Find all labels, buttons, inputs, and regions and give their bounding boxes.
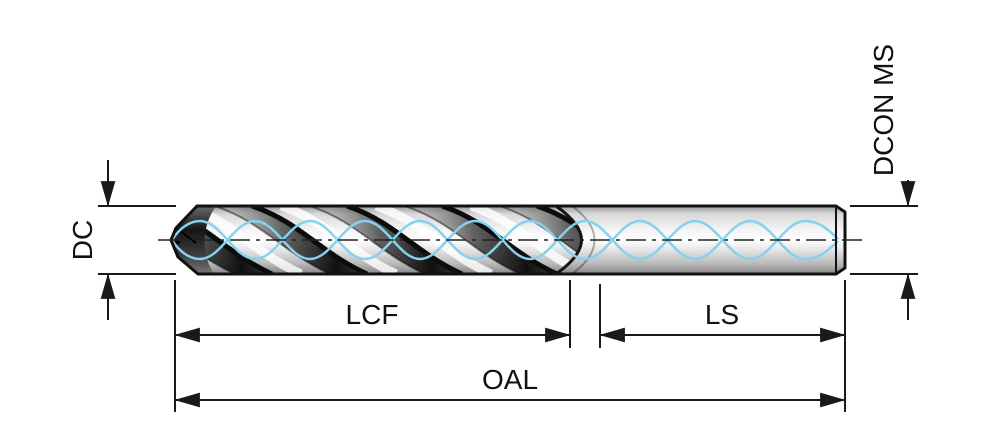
drill-outline: [169, 204, 847, 276]
dimension-ls: [599, 280, 846, 412]
dc-label: DC: [67, 220, 98, 260]
drill-flutes: [171, 206, 582, 274]
dimension-dc: [98, 160, 176, 320]
ls-label: LS: [705, 299, 739, 330]
dcon-label: DCON MS: [868, 44, 899, 176]
lcf-label: LCF: [346, 299, 399, 330]
oal-label: OAL: [482, 364, 538, 395]
flute-secondary-lines: [171, 206, 582, 274]
dimension-dcon: [850, 180, 918, 320]
coolant-channel-lines: [171, 219, 839, 261]
dimension-lcf: [174, 280, 571, 412]
drill-body: [169, 204, 847, 276]
